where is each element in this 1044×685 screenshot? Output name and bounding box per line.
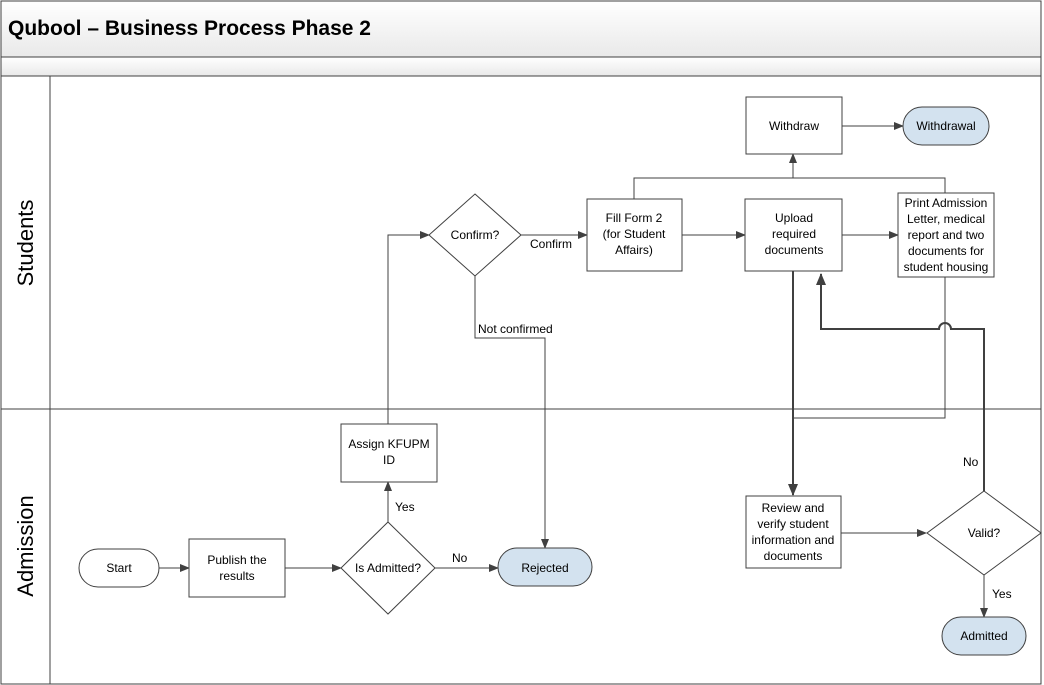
valid-decision: Valid? [926, 490, 1042, 576]
publish-label-line2: results [219, 569, 254, 583]
review-verify-box [745, 495, 842, 569]
edge-confirm-rejected [474, 276, 549, 549]
edge-label-yes-valid: Yes [992, 587, 1012, 601]
valid-diamond [926, 490, 1042, 576]
assign-id-label-line1: Assign KFUPM [348, 437, 429, 451]
fill-form-label-line3: Affairs) [615, 243, 653, 257]
rejected-terminal: Rejected [497, 547, 593, 587]
confirm-decision: Confirm? [428, 193, 522, 277]
valid-label: Valid? [968, 526, 1001, 540]
start-label: Start [106, 561, 132, 575]
lane-label-students: Students [13, 200, 38, 287]
publish-label-line1: Publish the [207, 553, 267, 567]
admitted-terminal-shape [941, 616, 1027, 656]
edge-assign-confirm [387, 231, 430, 424]
edge-label-no-valid: No [963, 455, 979, 469]
fill-form-label-line1: Fill Form 2 [606, 211, 663, 225]
start-terminal-shape [78, 548, 160, 588]
edge-label-confirm: Confirm [530, 237, 572, 251]
print-label-line2: Letter, medical [907, 212, 985, 226]
print-label-line4: documents for [908, 244, 984, 258]
fill-form-box [586, 198, 683, 272]
admitted-label: Admitted [960, 629, 1007, 643]
assign-id-box [340, 423, 438, 483]
assign-id-step: Assign KFUPM ID [340, 423, 438, 483]
withdrawal-terminal-shape [902, 106, 990, 146]
upload-label-line2: required [772, 227, 816, 241]
review-verify-step: Review and verify student information an… [745, 495, 842, 569]
publish-results-box [188, 538, 286, 598]
withdrawal-label: Withdrawal [916, 119, 975, 133]
publish-results-step: Publish the results [188, 538, 286, 598]
rejected-label: Rejected [521, 561, 568, 575]
review-label-line2: verify student [757, 517, 829, 531]
print-label-line5: student housing [904, 260, 989, 274]
upload-documents-step: Upload required documents [744, 198, 843, 272]
header-strip [0, 56, 1042, 77]
diagram-title: Qubool – Business Process Phase 2 [8, 17, 371, 40]
is-admitted-decision: Is Admitted? [340, 521, 436, 615]
upload-documents-box [744, 198, 843, 272]
withdraw-label: Withdraw [769, 119, 819, 133]
edge-label-no-rejected: No [452, 551, 468, 565]
withdraw-box [745, 96, 843, 155]
fill-form-label-line2: (for Student [603, 227, 666, 241]
rejected-terminal-shape [497, 547, 593, 587]
print-admission-step: Print Admission Letter, medical report a… [897, 192, 995, 278]
edge-print-merge [793, 277, 946, 419]
review-label-line1: Review and [762, 501, 825, 515]
edge-withdraw-bar [633, 177, 946, 199]
is-admitted-label: Is Admitted? [355, 561, 421, 575]
review-label-line4: documents [764, 549, 823, 563]
pool-frame [0, 75, 1042, 685]
review-label-line3: information and [752, 533, 835, 547]
edge-valid-upload [816, 273, 985, 491]
withdrawal-terminal: Withdrawal [902, 106, 990, 146]
edge-label-yes-assign: Yes [395, 500, 415, 514]
withdraw-step: Withdraw [745, 96, 843, 155]
assign-id-label-line2: ID [383, 453, 395, 467]
confirm-diamond [428, 193, 522, 277]
edges [159, 122, 988, 618]
title-bar [0, 0, 1042, 58]
upload-label-line3: documents [765, 243, 824, 257]
is-admitted-diamond [340, 521, 436, 615]
confirm-label: Confirm? [451, 228, 500, 242]
start-terminal: Start [78, 548, 160, 588]
print-label-line1: Print Admission [905, 196, 988, 210]
admitted-terminal: Admitted [941, 616, 1027, 656]
upload-label-line1: Upload [775, 211, 813, 225]
fill-form-step: Fill Form 2 (for Student Affairs) [586, 198, 683, 272]
print-label-line3: report and two [908, 228, 985, 242]
lane-label-admission: Admission [13, 495, 38, 596]
print-admission-box [897, 192, 995, 278]
edge-label-not-confirmed: Not confirmed [478, 322, 553, 336]
